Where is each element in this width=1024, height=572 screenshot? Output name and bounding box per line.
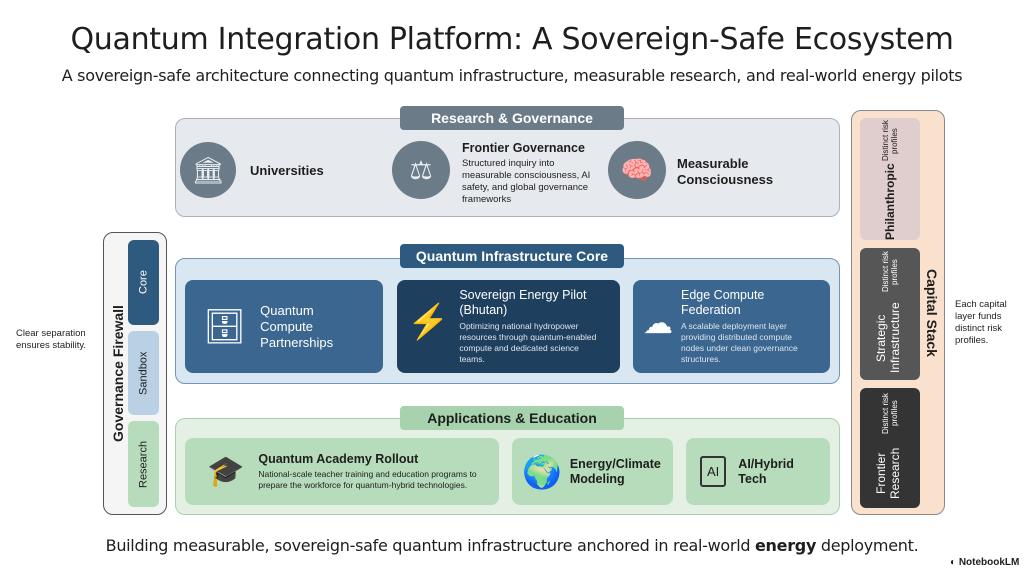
ai-hybrid-card: AI AI/Hybrid Tech: [686, 438, 830, 505]
card-desc: Optimizing national hydropower resources…: [459, 321, 597, 364]
universities-label: Universities: [250, 163, 324, 178]
server-network-icon: 🗄: [203, 307, 247, 346]
segment-title: Frontier Research: [874, 447, 902, 499]
footer-bold: energy: [755, 536, 817, 555]
quantum-academy-card: 🎓 Quantum Academy Rollout National-scale…: [185, 438, 499, 505]
card-title: AI/Hybrid Tech: [738, 456, 794, 486]
applications-label: Applications & Education: [400, 406, 624, 430]
edge-compute-card: ☁ Edge Compute Federation A scalable dep…: [633, 280, 830, 373]
card-desc: National-scale teacher training and educ…: [258, 469, 477, 490]
firewall-sandbox: Sandbox: [128, 331, 159, 415]
brand-text: NotebookLM: [958, 557, 1020, 568]
governance-firewall-label: Governance Firewall: [110, 305, 126, 442]
card-title: Quantum Academy Rollout: [258, 452, 419, 466]
firewall-research: Research: [128, 421, 159, 507]
graduation-laptop-icon: 🎓: [207, 455, 245, 488]
university-icon: 🏛: [180, 142, 236, 198]
cloud-network-icon: ☁: [643, 307, 673, 340]
segment-sub: Distinct risk profiles: [881, 251, 899, 293]
segment-title: Philanthropic: [883, 163, 897, 240]
card-desc: A scalable deployment layer providing di…: [681, 321, 798, 364]
frontier-governance-desc: Structured inquiry into measurable consc…: [462, 158, 591, 205]
research-governance-label: Research & Governance: [400, 106, 624, 130]
research-governance-panel: [175, 118, 840, 217]
notebooklm-logo-icon: ◐: [950, 557, 959, 568]
capital-stack-label: Capital Stack: [924, 268, 940, 357]
quantum-core-label: Quantum Infrastructure Core: [400, 244, 624, 268]
measurable-consciousness-label: Measurable Consciousness: [677, 156, 774, 187]
segment-sub: Distinct risk profiles: [881, 120, 899, 162]
brain-icon: 🧠: [608, 141, 666, 199]
energy-climate-card: 🌍 Energy/Climate Modeling: [512, 438, 673, 505]
page-title: Quantum Integration Platform: A Sovereig…: [70, 22, 954, 57]
frontier-governance-title: Frontier Governance: [462, 141, 585, 155]
shield-scales-icon: ⚖: [392, 141, 450, 199]
ai-chip-icon: AI: [700, 456, 727, 487]
card-title: Sovereign Energy Pilot (Bhutan): [459, 288, 587, 317]
capital-philanthropic: Philanthropic Distinct risk profiles: [860, 118, 920, 240]
footer-text: Building measurable, sovereign-safe quan…: [105, 536, 755, 555]
capital-frontier: Frontier Research Distinct risk profiles: [860, 388, 920, 508]
footer-tagline: Building measurable, sovereign-safe quan…: [0, 536, 1024, 555]
hydropower-dam-icon: ⚡: [407, 303, 450, 341]
firewall-core: Core: [128, 240, 159, 325]
segment-sub: Distinct risk profiles: [881, 392, 899, 434]
card-title: Quantum Compute Partnerships: [260, 302, 334, 350]
firewall-note: Clear separation ensures stability.: [16, 328, 87, 351]
globe-chart-icon: 🌍: [522, 453, 562, 490]
page-subtitle: A sovereign-safe architecture connecting…: [61, 66, 963, 85]
capital-note: Each capital layer funds distinct risk p…: [955, 299, 1007, 346]
card-title: Energy/Climate Modeling: [569, 456, 661, 486]
segment-title: Strategic Infrastructure: [874, 302, 902, 374]
capital-strategic: Strategic Infrastructure Distinct risk p…: [860, 248, 920, 380]
card-title: Edge Compute Federation: [681, 288, 765, 317]
footer-text-end: deployment.: [816, 536, 919, 555]
quantum-compute-card: 🗄 Quantum Compute Partnerships: [185, 280, 383, 373]
notebooklm-brand: ◐ NotebookLM: [950, 557, 1019, 568]
sovereign-energy-card: ⚡ Sovereign Energy Pilot (Bhutan) Optimi…: [397, 280, 620, 373]
